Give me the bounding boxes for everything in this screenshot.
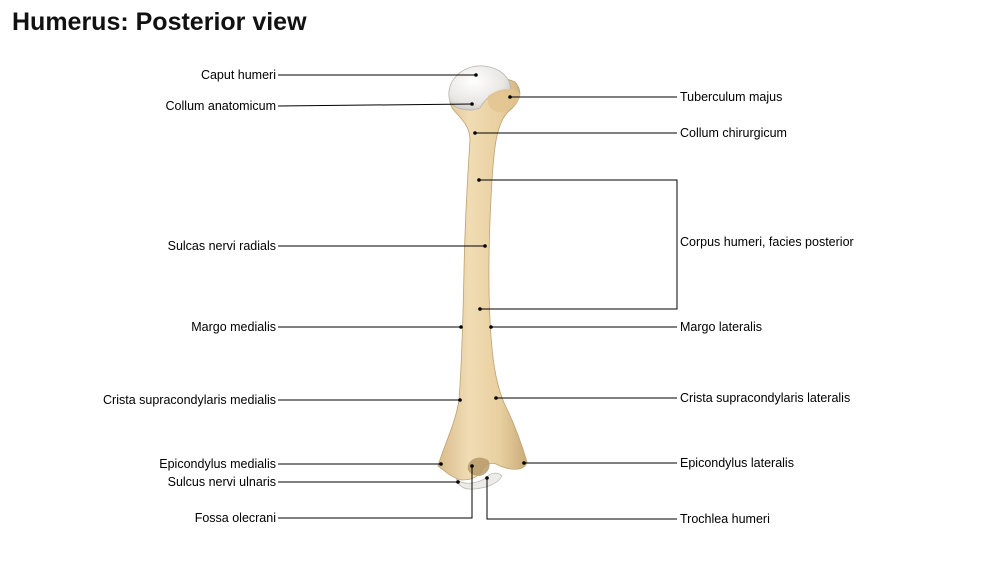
dot-collum-chirurgicum <box>473 131 477 135</box>
dot-crista-supracondylaris-medialis <box>458 398 462 402</box>
label-collum-chirurgicum: Collum chirurgicum <box>680 126 787 140</box>
leader-trochlea-humeri <box>486 478 677 520</box>
dot-epicondylus-lateralis <box>522 461 526 465</box>
label-sulcus-nervi-ulnaris: Sulcus nervi ulnaris <box>167 475 276 489</box>
trochlea <box>455 472 503 490</box>
olecranon-fossa <box>467 457 490 476</box>
dot-trochlea-humeri <box>485 476 489 480</box>
dot-sulcas-nervi-radials <box>483 244 487 248</box>
tuberculum-majus-shape <box>487 88 520 112</box>
label-margo-medialis: Margo medialis <box>191 320 276 334</box>
label-crista-supracondylaris-medialis: Crista supracondylaris medialis <box>103 393 276 407</box>
dot-corpus-humeri-bottom <box>478 307 482 311</box>
label-trochlea-humeri: Trochlea humeri <box>680 512 770 526</box>
page-title: Humerus: Posterior view <box>12 8 307 36</box>
dot-fossa-olecrani <box>470 464 474 468</box>
dot-epicondylus-medialis <box>439 462 443 466</box>
label-caput-humeri: Caput humeri <box>200 68 276 82</box>
dot-margo-lateralis <box>489 325 493 329</box>
dot-collum-anatomicum <box>470 102 474 106</box>
dot-sulcus-nervi-ulnaris <box>456 480 460 484</box>
humerus-bone <box>437 77 528 481</box>
dot-crista-supracondylaris-lateralis <box>494 396 498 400</box>
dot-caput-humeri <box>474 73 478 77</box>
label-tuberculum-majus: Tuberculum majus <box>680 90 783 104</box>
leader-fossa-olecrani <box>278 466 473 519</box>
label-fossa-olecrani: Fossa olecrani <box>194 511 276 525</box>
label-collum-anatomicum: Collum anatomicum <box>165 99 276 113</box>
label-epicondylus-medialis: Epicondylus medialis <box>159 457 276 471</box>
label-epicondylus-lateralis: Epicondylus lateralis <box>680 456 794 470</box>
label-margo-lateralis: Margo lateralis <box>680 320 762 334</box>
label-corpus-humeri: Corpus humeri, facies posterior <box>680 235 854 249</box>
dot-margo-medialis <box>459 325 463 329</box>
label-sulcas-nervi-radials: Sulcas nervi radials <box>167 239 276 253</box>
dot-corpus-humeri-top <box>477 178 481 182</box>
dot-tuberculum-majus <box>508 95 512 99</box>
leader-collum-anatomicum <box>277 103 473 107</box>
leader-corpus-humeri <box>479 179 678 310</box>
label-crista-supracondylaris-lateralis: Crista supracondylaris lateralis <box>680 391 851 405</box>
